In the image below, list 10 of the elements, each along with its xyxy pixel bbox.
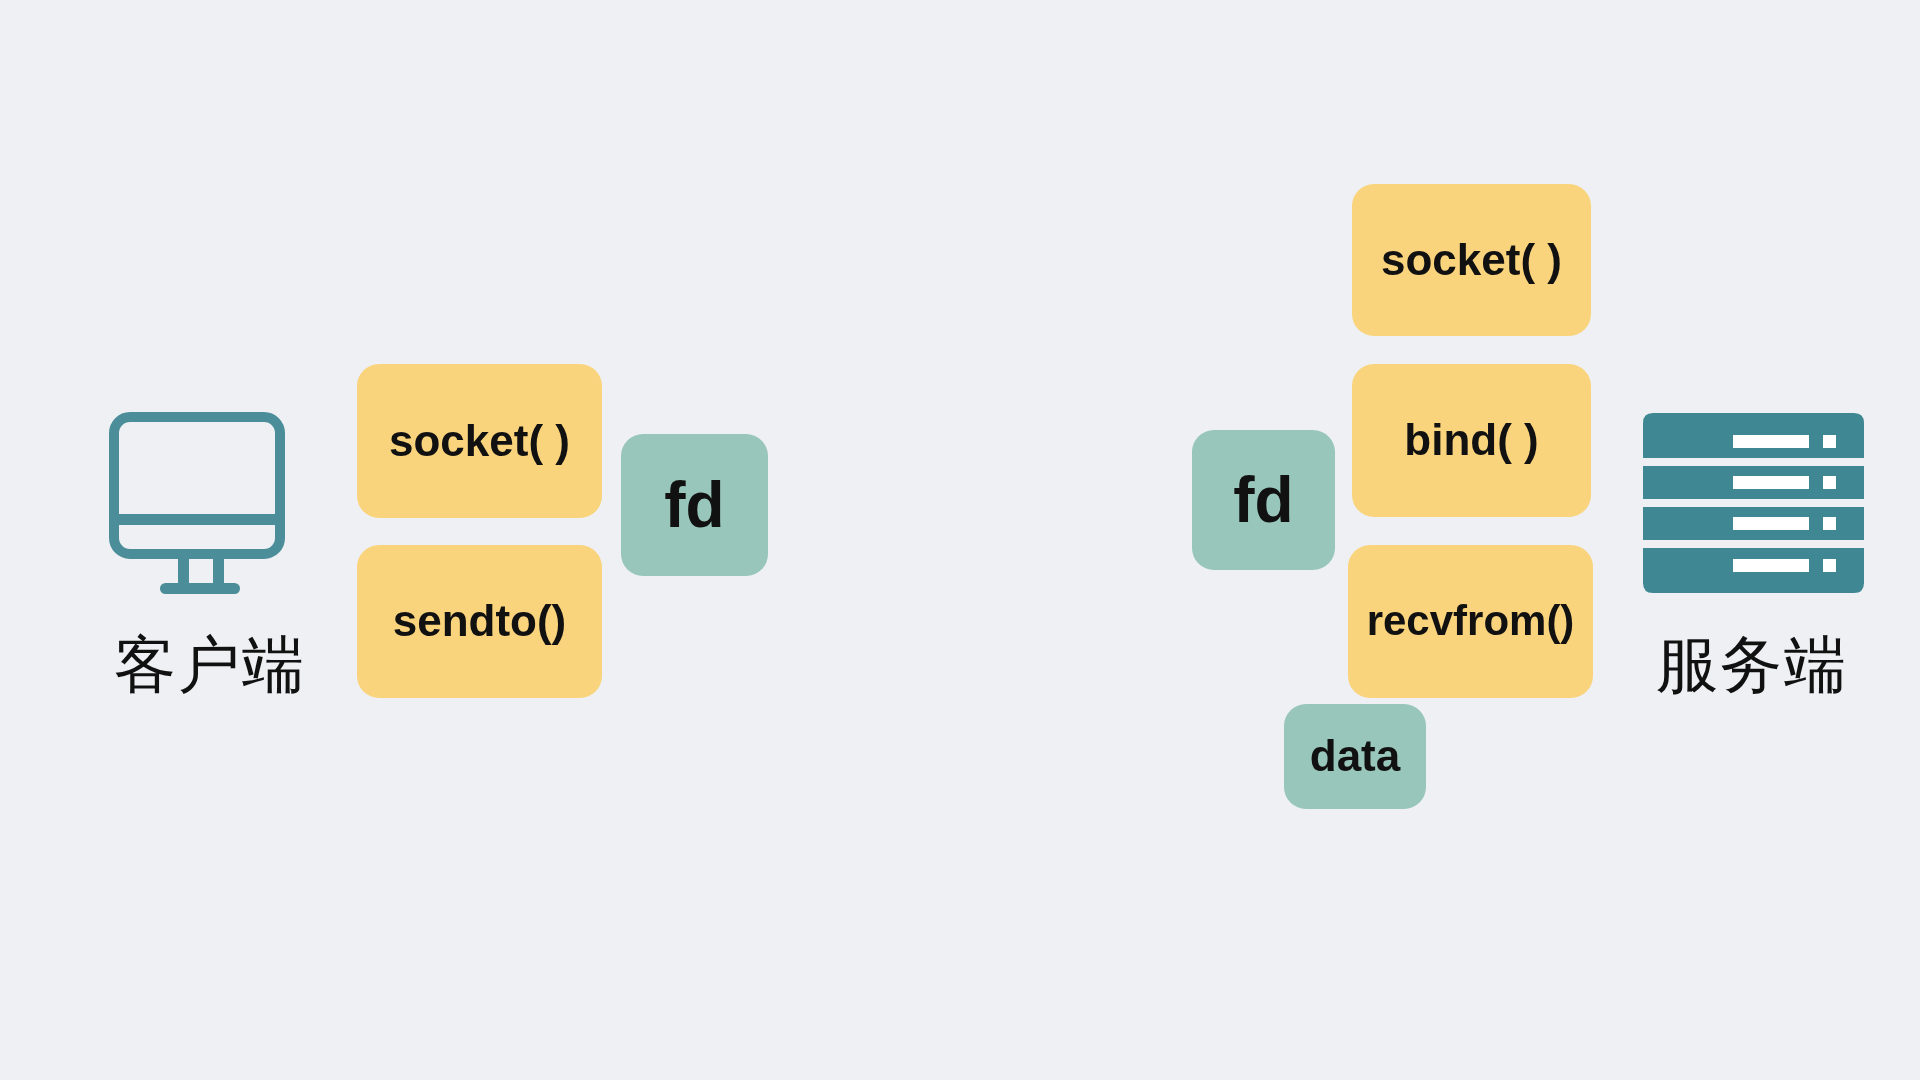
process-box: socket( ) (357, 364, 602, 518)
process-box: recvfrom() (1348, 545, 1593, 698)
data-box: fd (1192, 430, 1335, 570)
caption: 服务端 (1656, 632, 1848, 698)
process-box: sendto() (357, 545, 602, 698)
data-box: data (1284, 704, 1426, 809)
process-box: socket( ) (1352, 184, 1591, 336)
process-box: bind( ) (1352, 364, 1591, 517)
data-box: fd (621, 434, 768, 576)
caption: 客户端 (114, 632, 306, 698)
